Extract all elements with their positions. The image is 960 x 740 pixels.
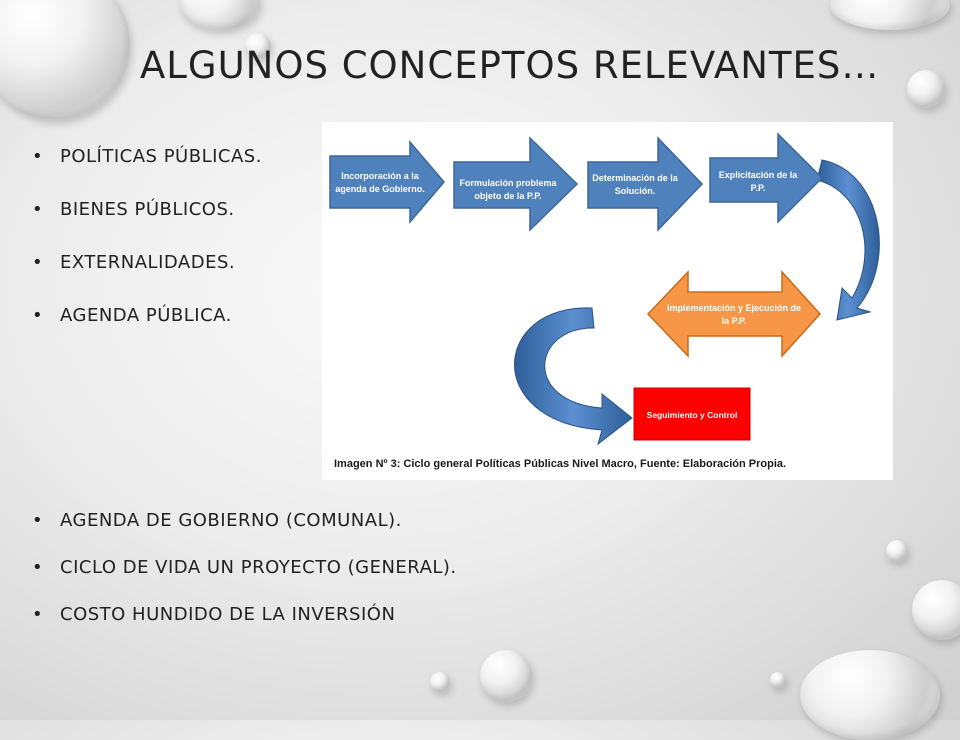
list-item-text: CICLO DE VIDA UN PROYECTO (GENERAL). [60,557,457,578]
diagram-caption: Imagen Nº 3: Ciclo general Políticas Púb… [334,458,786,470]
water-drop-decoration [180,0,260,30]
water-drop-decoration [886,540,908,562]
list-item-text: POLÍTICAS PÚBLICAS. [60,146,262,167]
list-item: • CICLO DE VIDA UN PROYECTO (GENERAL). [32,557,457,604]
water-drop-decoration [830,0,950,30]
bullet-icon: • [32,305,44,326]
step-label: objeto de la P.P. [474,191,541,201]
implementation-label: la P.P. [722,316,747,326]
bullet-icon: • [32,604,44,625]
step-label: Determinación de la [592,173,679,183]
process-arrow: Determinación de la Solución. [587,136,704,232]
step-label: agenda de Gobierno. [335,184,425,194]
step-label: Solución. [615,186,656,196]
bullet-icon: • [32,510,44,531]
implementation-label: Implementación y Ejecución de [667,303,801,313]
water-drop-decoration [912,580,960,640]
water-drop-decoration [480,650,532,702]
water-drop-decoration [770,672,786,688]
slide-title: ALGUNOS CONCEPTOS RELEVANTES… [140,44,880,87]
bullet-icon: • [32,557,44,578]
water-drop-decoration [907,70,945,108]
bullet-icon: • [32,252,44,273]
process-arrow: Explicitación de la P.P. [709,132,824,224]
water-drop-decoration [245,33,271,59]
step-label: P.P. [751,183,766,193]
process-arrow: Formulación problema objeto de la P.P. [453,136,579,232]
bullet-list-bottom: • AGENDA DE GOBIERNO (COMUNAL). • CICLO DE… [32,510,457,651]
step-label: Incorporación a la [341,171,420,181]
list-item: • COSTO HUNDIDO DE LA INVERSIÓN [32,604,457,651]
water-drop-decoration [800,650,940,740]
implementation-arrow: Implementación y Ejecución de la P.P. [646,270,822,358]
list-item: • POLÍTICAS PÚBLICAS. [32,146,262,199]
list-item-text: EXTERNALIDADES. [60,252,236,273]
step-label: Explicitación de la [719,170,799,180]
bullet-icon: • [32,199,44,220]
bullet-icon: • [32,146,44,167]
policy-cycle-diagram: Incorporación a la agenda de Gobierno. F… [322,122,893,480]
control-box: Seguimiento y Control [633,387,751,441]
list-item-text: AGENDA PÚBLICA. [60,305,232,326]
curved-arrow-right [816,159,880,321]
water-drop-decoration [430,672,450,692]
process-arrow: Incorporación a la agenda de Gobierno. [329,139,445,225]
list-item-text: COSTO HUNDIDO DE LA INVERSIÓN [60,604,396,625]
curved-arrow-left [514,307,633,446]
list-item: • EXTERNALIDADES. [32,252,262,305]
control-label: Seguimiento y Control [647,410,738,420]
list-item: • AGENDA DE GOBIERNO (COMUNAL). [32,510,457,557]
list-item: • AGENDA PÚBLICA. [32,305,262,358]
water-drop-decoration [0,0,130,120]
list-item-text: AGENDA DE GOBIERNO (COMUNAL). [60,510,402,531]
list-item: • BIENES PÚBLICOS. [32,199,262,252]
bullet-list-top: • POLÍTICAS PÚBLICAS. • BIENES PÚBLICOS. •… [32,146,262,358]
list-item-text: BIENES PÚBLICOS. [60,199,235,220]
step-label: Formulación problema [459,178,557,188]
